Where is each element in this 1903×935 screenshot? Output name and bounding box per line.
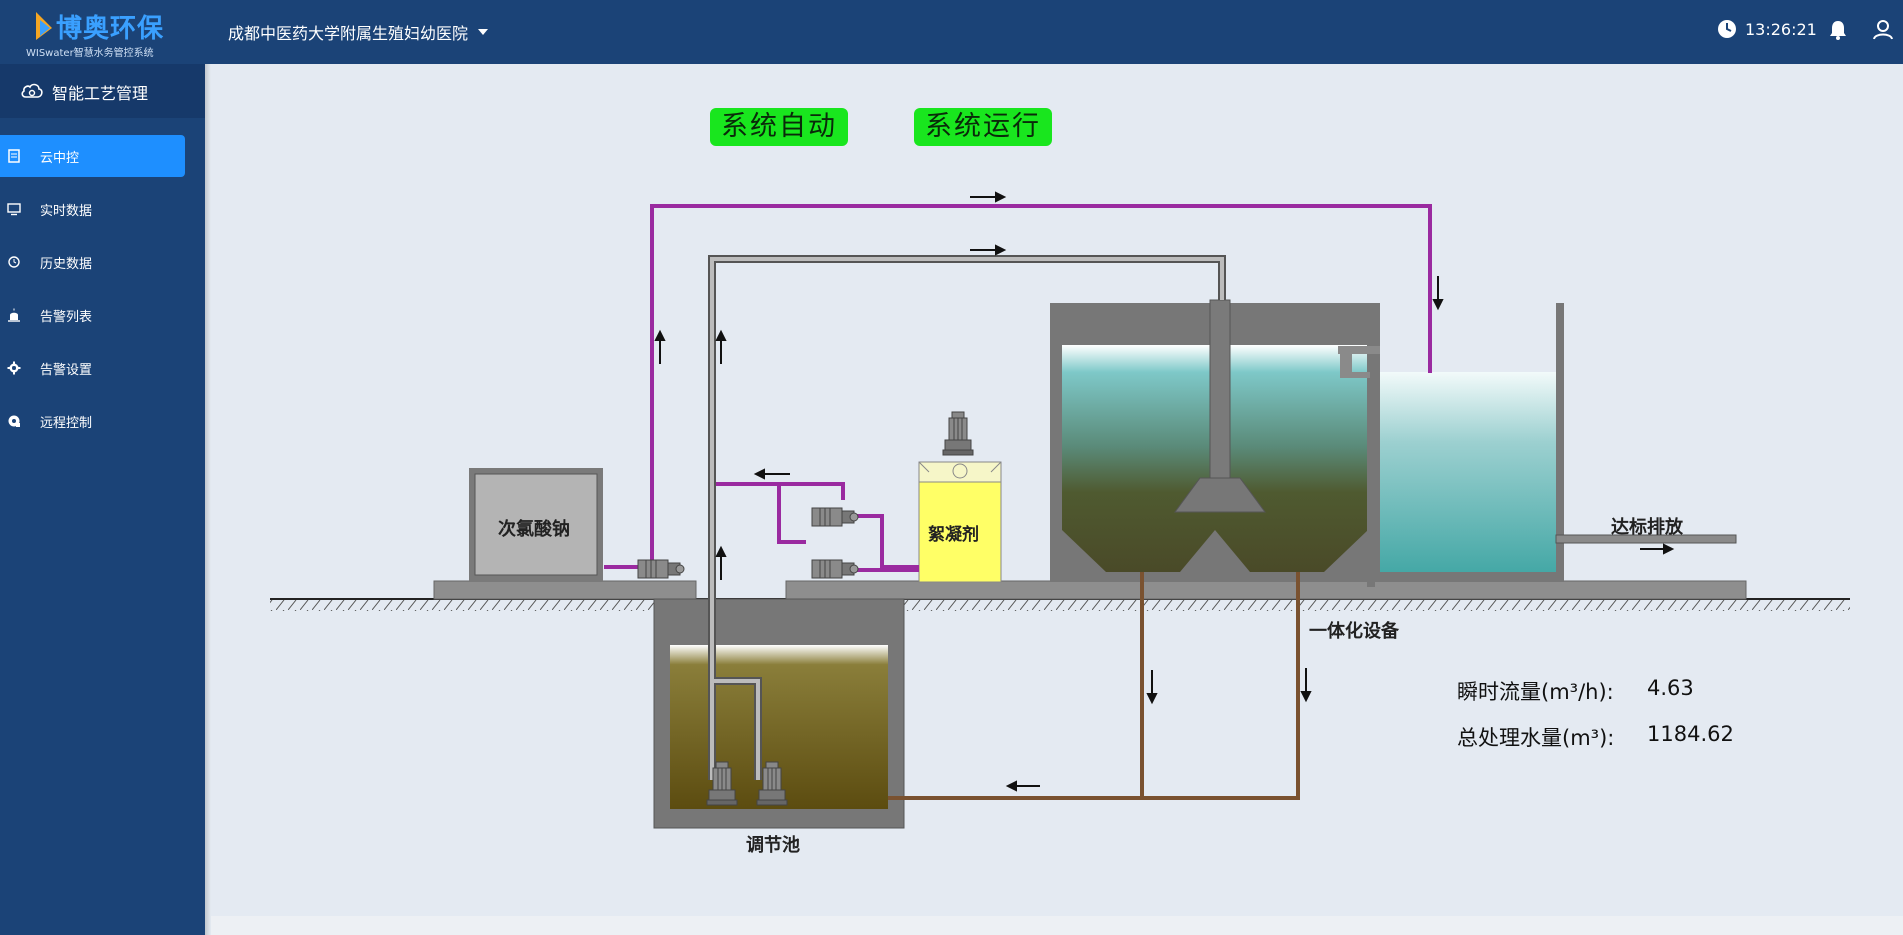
total-volume-value: 1184.62 <box>1647 722 1734 746</box>
flocculant-label: 絮凝剂 <box>928 525 979 545</box>
chevron-down-icon <box>478 29 489 35</box>
sidebar-item-label: 告警列表 <box>40 310 93 325</box>
system-running-badge[interactable]: 系统运行 <box>914 108 1052 146</box>
top-bar: 博奥环保 WISwater智慧水务管控系统 成都中医药大学附属生殖妇幼医院 13… <box>0 0 1903 64</box>
sidebar-item-realtime-data[interactable]: 实时数据 <box>0 188 205 230</box>
remote-icon <box>8 415 20 427</box>
sidebar-menu: 云中控 实时数据 历史数据 告警列表 告警设置 远程控制 <box>0 135 205 453</box>
bell-icon[interactable] <box>1829 20 1847 40</box>
user-icon[interactable] <box>1873 20 1893 40</box>
sidebar-module-header[interactable]: 智能工艺管理 <box>0 64 205 118</box>
history-icon <box>8 256 20 268</box>
total-volume-readout: 总处理水量(m³): 1184.62 <box>1457 722 1734 752</box>
integrated-equipment <box>1050 299 1564 587</box>
sidebar-item-alarm-list[interactable]: 告警列表 <box>0 294 205 336</box>
dosing-pump-lower[interactable] <box>811 559 859 579</box>
organization-name: 成都中医药大学附属生殖妇幼医院 <box>228 24 469 43</box>
sidebar: 智能工艺管理 云中控 实时数据 历史数据 告警列表 告警设置 远程控制 <box>0 64 205 935</box>
discharge-pipe <box>1555 534 1737 544</box>
flow-arrows <box>654 191 1675 792</box>
total-volume-label: 总处理水量(m³): <box>1457 726 1615 750</box>
dosing-pump-upper[interactable] <box>811 507 859 527</box>
foundation-right <box>785 580 1747 600</box>
brand-logo[interactable]: 博奥环保 WISwater智慧水务管控系统 <box>22 6 182 59</box>
sidebar-item-label: 历史数据 <box>40 257 93 272</box>
sidebar-module-title: 智能工艺管理 <box>52 84 149 103</box>
monitor-icon <box>7 203 21 216</box>
clock: 13:26:21 <box>1717 19 1817 39</box>
adjustment-pool-label: 调节池 <box>746 835 800 856</box>
sodium-hypochlorite-label: 次氯酸钠 <box>498 519 570 540</box>
sidebar-shadow <box>205 64 211 935</box>
document-icon <box>8 149 20 163</box>
sidebar-item-label: 实时数据 <box>40 204 93 219</box>
organization-selector[interactable]: 成都中医药大学附属生殖妇幼医院 <box>228 20 489 44</box>
sludge-return-pipe <box>888 572 1300 800</box>
dosing-pump-hypochlorite[interactable] <box>637 559 685 579</box>
instant-flow-label: 瞬时流量(m³/h): <box>1457 680 1614 704</box>
alarm-icon <box>8 308 20 322</box>
gear-icon <box>7 361 21 375</box>
sidebar-item-cloud-control[interactable]: 云中控 <box>0 135 185 177</box>
instant-flow-value: 4.63 <box>1647 676 1694 700</box>
foundation-left <box>433 580 697 600</box>
sidebar-item-label: 远程控制 <box>40 416 93 431</box>
sidebar-item-remote-control[interactable]: 远程控制 <box>0 400 205 442</box>
logo-title: 博奥环保 <box>56 14 165 44</box>
hypochlorite-pipe <box>604 204 1432 572</box>
clock-icon <box>1718 20 1736 38</box>
ground-line <box>270 598 1850 611</box>
footer-strip <box>211 916 1903 935</box>
sodium-hypochlorite-tank <box>469 468 603 581</box>
sidebar-item-label: 告警设置 <box>40 363 93 378</box>
flocculant-tank <box>918 411 1002 583</box>
discharge-label: 达标排放 <box>1611 517 1683 538</box>
sidebar-item-alarm-settings[interactable]: 告警设置 <box>0 347 205 389</box>
sidebar-item-history-data[interactable]: 历史数据 <box>0 241 205 283</box>
integrated-equipment-label: 一体化设备 <box>1309 621 1399 642</box>
logo-subtitle: WISwater智慧水务管控系统 <box>26 48 154 59</box>
instant-flow-readout: 瞬时流量(m³/h): 4.63 <box>1457 676 1694 706</box>
cloud-gear-icon <box>21 83 43 98</box>
sidebar-item-label: 云中控 <box>40 151 80 166</box>
system-auto-badge[interactable]: 系统自动 <box>710 108 848 146</box>
logo-mark-icon <box>36 12 52 40</box>
current-time: 13:26:21 <box>1745 19 1817 39</box>
